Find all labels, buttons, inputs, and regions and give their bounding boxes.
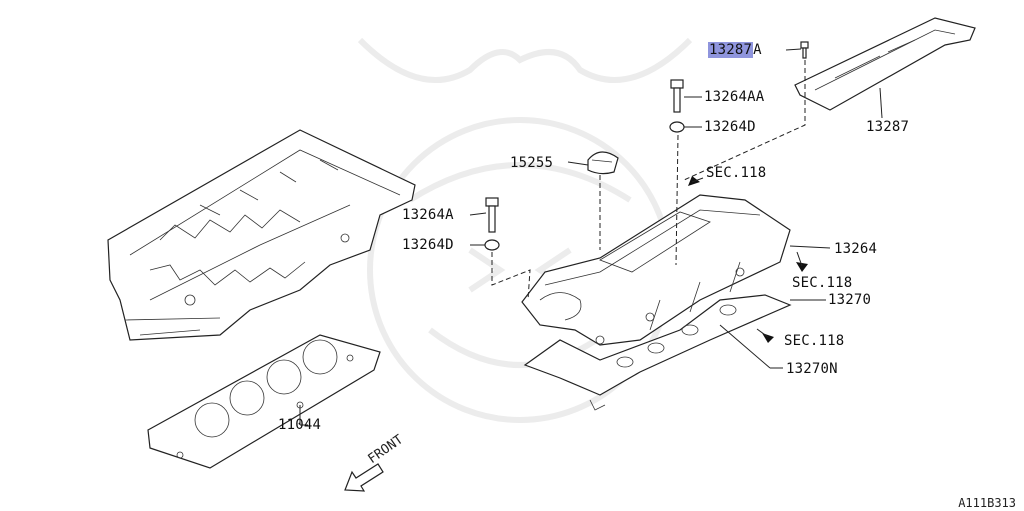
label-13287A[interactable]: 13287A xyxy=(708,42,762,58)
label-13270[interactable]: 13270 xyxy=(828,292,872,308)
label-sec118-mid[interactable]: SEC.118 xyxy=(792,275,853,291)
label-13264D-top[interactable]: 13264D xyxy=(704,119,756,135)
screw-13287A xyxy=(800,41,809,59)
label-sec118-low[interactable]: SEC.118 xyxy=(784,333,845,349)
diagram-reference-code: A111B313 xyxy=(958,496,1016,510)
label-11044[interactable]: 11044 xyxy=(278,417,322,433)
washer-13264D-mid xyxy=(484,239,500,251)
cylinder-head xyxy=(107,129,416,341)
front-arrow-icon xyxy=(344,463,384,492)
leader-lines xyxy=(299,48,883,426)
watermark-emblem xyxy=(357,37,693,423)
head-gasket xyxy=(147,334,381,469)
section-arrows xyxy=(688,176,808,343)
valve-cover xyxy=(521,194,791,346)
dashed-alignment-lines xyxy=(491,60,806,301)
label-13287[interactable]: 13287 xyxy=(866,119,910,135)
bolt-13264AA xyxy=(670,79,684,113)
label-13264D-mid[interactable]: 13264D xyxy=(402,237,454,253)
label-13287A-suffix: A xyxy=(753,42,762,58)
label-13264AA[interactable]: 13264AA xyxy=(704,89,765,105)
label-13264A[interactable]: 13264A xyxy=(402,207,454,223)
ornament-cover xyxy=(794,17,976,111)
label-13270N[interactable]: 13270N xyxy=(786,361,838,377)
oil-filler-cap xyxy=(587,151,619,175)
washer-13264D-top xyxy=(669,121,685,133)
label-13264[interactable]: 13264 xyxy=(834,241,878,257)
label-15255[interactable]: 15255 xyxy=(510,155,554,171)
label-sec118-top[interactable]: SEC.118 xyxy=(706,165,767,181)
bolt-13264A xyxy=(485,197,499,233)
valve-cover-gasket xyxy=(523,294,792,411)
label-13287A-highlight[interactable]: 13287 xyxy=(708,42,754,58)
